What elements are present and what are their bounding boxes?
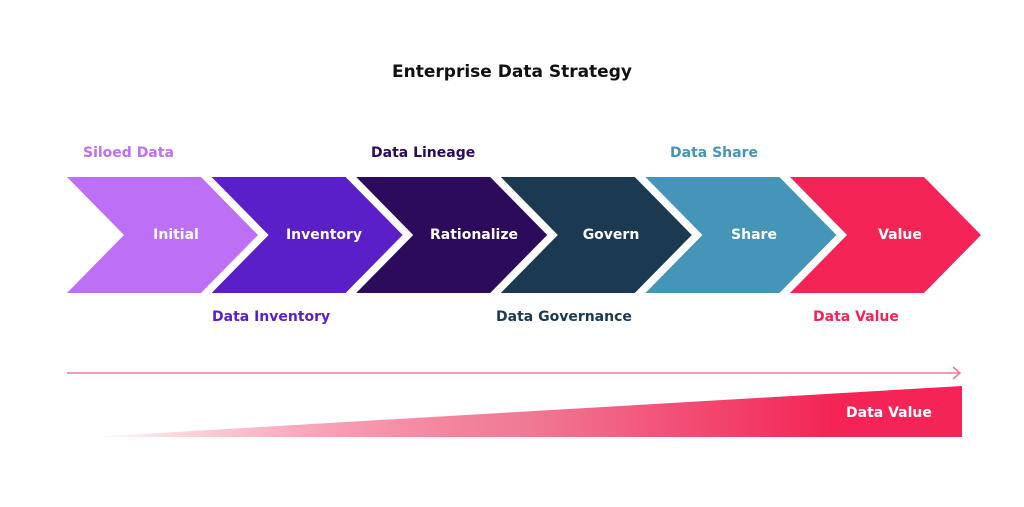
chevron-govern xyxy=(500,177,692,293)
step-rationalize: Rationalize xyxy=(430,227,518,243)
chevron-share xyxy=(645,177,837,293)
label-data-share: Data Share xyxy=(670,145,758,161)
value-bar-label: Data Value xyxy=(846,405,932,421)
label-data-lineage: Data Lineage xyxy=(371,145,476,161)
step-share: Share xyxy=(731,227,777,243)
label-data-governance: Data Governance xyxy=(496,309,632,325)
label-data-value: Data Value xyxy=(813,309,899,325)
chevron-value xyxy=(790,177,981,293)
chevron-inventory xyxy=(211,177,403,293)
data-value-wedge xyxy=(90,386,962,437)
arrow-head-icon xyxy=(952,366,962,380)
label-siloed-data: Siloed Data xyxy=(83,145,174,161)
step-inventory: Inventory xyxy=(285,227,363,243)
chevron-initial xyxy=(67,177,258,293)
label-data-inventory: Data Inventory xyxy=(212,309,331,325)
chevron-rationalize xyxy=(356,177,548,293)
step-value: Value xyxy=(878,227,922,243)
step-govern: Govern xyxy=(582,227,640,243)
step-initial: Initial xyxy=(153,227,199,243)
diagram-title: Enterprise Data Strategy xyxy=(392,62,632,82)
